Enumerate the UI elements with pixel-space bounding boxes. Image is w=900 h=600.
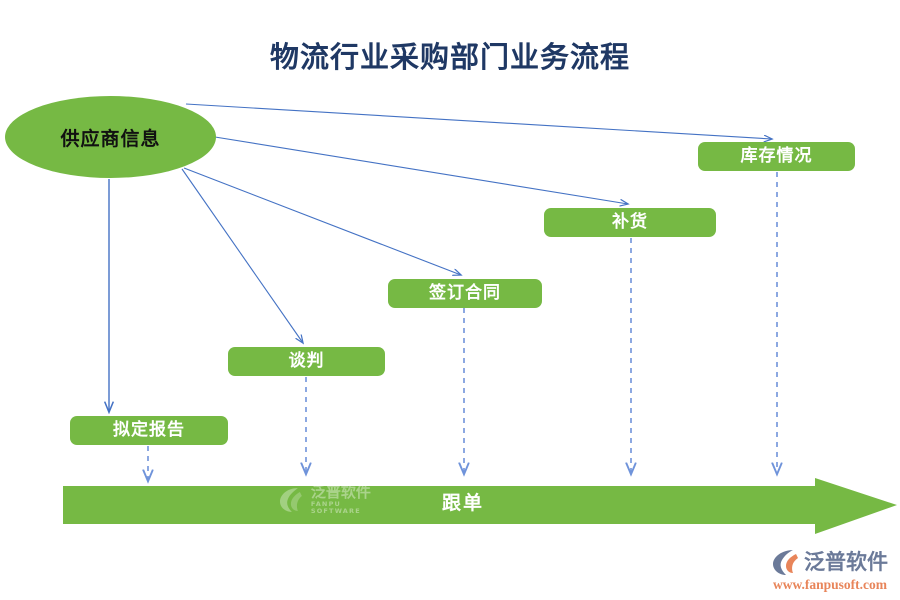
node-negotiation-label: 谈判 xyxy=(288,351,325,371)
edge-source-to-replenish xyxy=(214,136,628,204)
watermark-en: FANPU SOFTWARE xyxy=(310,500,361,515)
flow-arrow-polygon xyxy=(63,478,897,534)
watermark-logo-icon xyxy=(279,488,302,512)
brand-logo-cn: 泛普软件 xyxy=(804,549,888,574)
page-title: 物流行业采购部门业务流程 xyxy=(269,40,630,74)
flow-arrow-shape[interactable] xyxy=(60,470,900,540)
node-inventory-status-label: 库存情况 xyxy=(740,146,813,166)
edge-source-to-negotiate xyxy=(181,168,303,343)
edge-source-to-inventory xyxy=(185,103,772,139)
node-sign-contract[interactable]: 签订合同 xyxy=(388,279,542,308)
node-sign-contract-label: 签订合同 xyxy=(429,283,501,303)
node-draft-report-label: 拟定报告 xyxy=(113,420,185,440)
node-draft-report[interactable]: 拟定报告 xyxy=(70,416,228,445)
brand-logo-url: www.fanpusoft.com xyxy=(773,577,888,592)
brand-logo: 泛普软件 www.fanpusoft.com xyxy=(772,548,894,592)
watermark: 泛普软件 FANPU SOFTWARE xyxy=(278,482,394,518)
node-supplier-info-label: 供应商信息 xyxy=(60,127,161,150)
brand-logo-icon xyxy=(773,549,798,575)
watermark-cn: 泛普软件 xyxy=(310,483,371,502)
node-supplier-info[interactable]: 供应商信息 xyxy=(5,96,216,178)
edge-source-to-contract xyxy=(183,167,461,275)
node-negotiation[interactable]: 谈判 xyxy=(228,347,385,376)
flow-arrow-label: 跟单 xyxy=(441,492,484,514)
node-replenishment[interactable]: 补货 xyxy=(544,208,716,237)
node-replenishment-label: 补货 xyxy=(612,212,648,232)
node-inventory-status[interactable]: 库存情况 xyxy=(698,142,855,171)
